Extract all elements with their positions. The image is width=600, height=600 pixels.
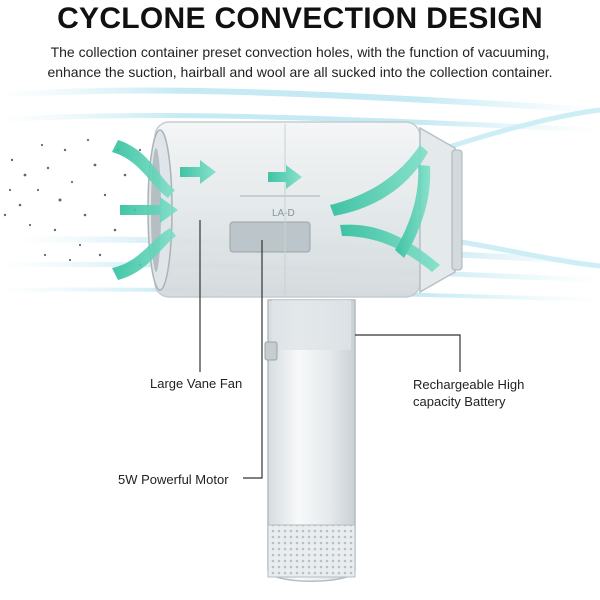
engraved-logo: LA-D	[272, 208, 295, 219]
motor-label: 5W Powerful Motor	[118, 472, 229, 487]
battery-label-line2: capacity Battery	[413, 394, 506, 409]
airflow-arrows	[112, 140, 440, 280]
power-switch	[264, 341, 278, 361]
flow-arrow-1	[180, 160, 216, 184]
knurled-grip	[267, 524, 356, 578]
battery-label: Rechargeable High capacity Battery	[413, 376, 524, 410]
intake-arrow-upper	[112, 140, 175, 198]
exhaust-arrow-3	[395, 165, 431, 258]
page-title: CYCLONE CONVECTION DESIGN	[57, 2, 543, 35]
intake-arrow-lower	[112, 228, 176, 280]
feature-description: The collection container preset convecti…	[47, 44, 553, 80]
motor-callout-line	[243, 240, 263, 479]
callout-lines	[199, 220, 461, 479]
flow-arrow-2	[268, 165, 302, 189]
battery-callout-line	[355, 334, 461, 372]
intake-arrow-center	[120, 197, 178, 223]
battery-label-line1: Rechargeable High	[413, 377, 525, 392]
fan-label: Large Vane Fan	[150, 376, 243, 391]
exhaust-arrow-2	[340, 224, 440, 272]
exhaust-arrow-1	[330, 145, 428, 216]
dryer-handle	[264, 299, 356, 582]
